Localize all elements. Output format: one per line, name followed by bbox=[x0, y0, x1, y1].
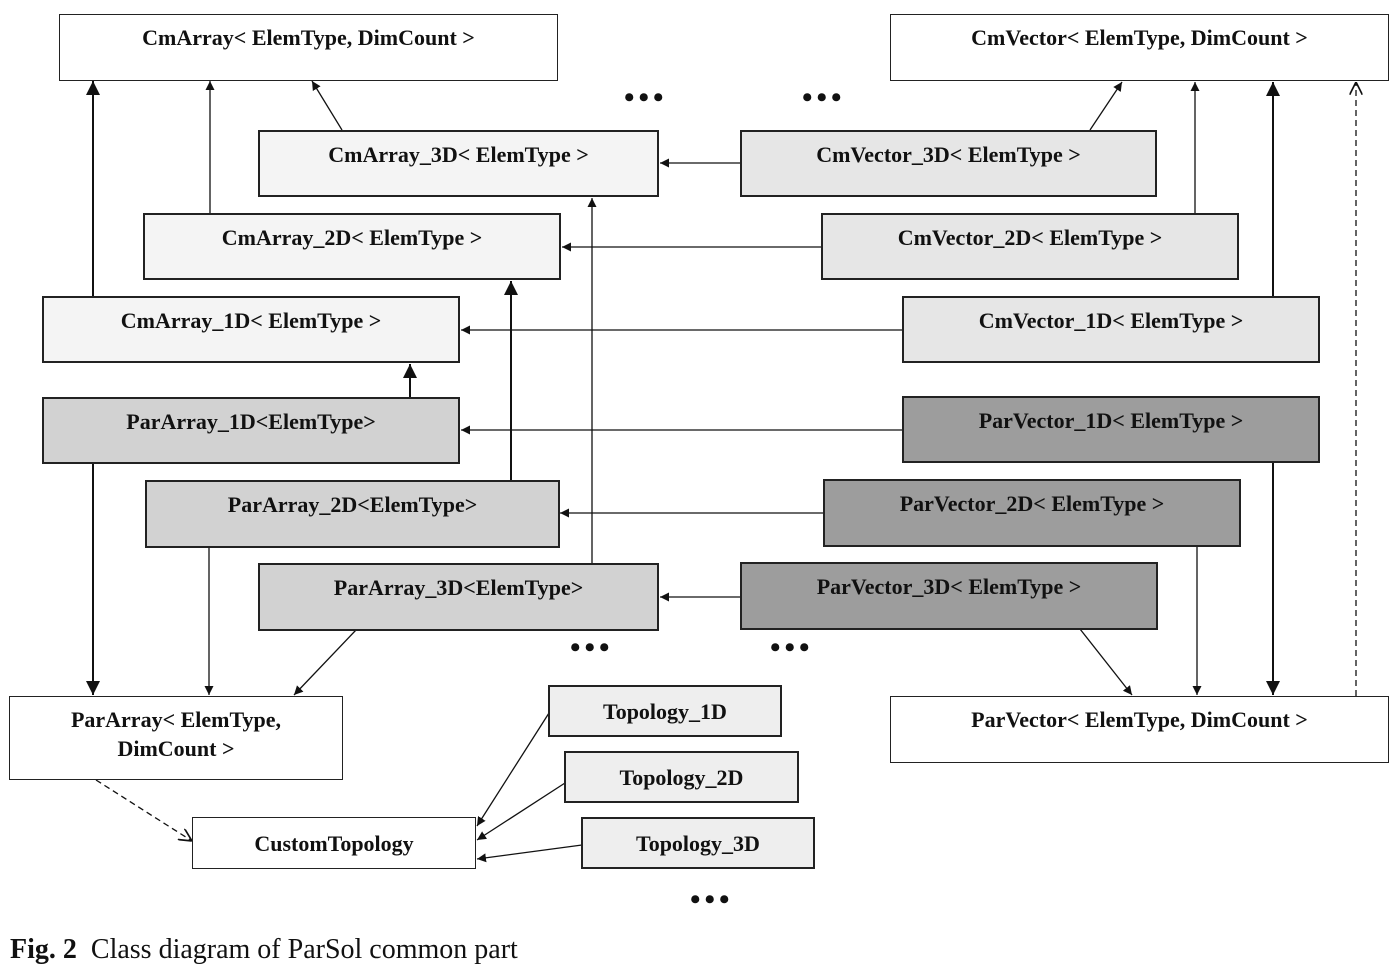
class-cmvector-1d-label: CmVector_1D< ElemType > bbox=[978, 308, 1244, 333]
class-cmvector-3d: CmVector_3D< ElemType > bbox=[740, 130, 1157, 197]
class-custom-topology-label: CustomTopology bbox=[254, 830, 414, 856]
class-cmvector-3d-label: CmVector_3D< ElemType > bbox=[816, 142, 1081, 167]
class-pararray-2d-label: ParArray_2D<ElemType> bbox=[227, 492, 478, 517]
figure-caption-label: Fig. 2 bbox=[10, 934, 77, 965]
class-pararray: ParArray< ElemType, DimCount > bbox=[9, 696, 343, 780]
class-topology-2d-label: Topology_2D bbox=[619, 764, 744, 790]
class-cmvector-1d: CmVector_1D< ElemType > bbox=[902, 296, 1320, 363]
class-parvector: ParVector< ElemType, DimCount > bbox=[890, 696, 1389, 763]
ellipsis-topology: ••• bbox=[690, 883, 734, 916]
class-parvector-2d-label: ParVector_2D< ElemType > bbox=[899, 491, 1165, 516]
ellipsis-cm-left: ••• bbox=[624, 81, 668, 114]
class-pararray-3d: ParArray_3D<ElemType> bbox=[258, 563, 659, 631]
edge-parvector3d-parvector bbox=[1079, 628, 1133, 696]
class-cmarray: CmArray< ElemType, DimCount > bbox=[59, 14, 558, 81]
class-pararray-3d-label: ParArray_3D<ElemType> bbox=[333, 575, 584, 600]
class-cmarray-3d-label: CmArray_3D< ElemType > bbox=[328, 142, 589, 167]
edge-cmarray3d-cmarray bbox=[311, 80, 343, 131]
class-cmarray-3d: CmArray_3D< ElemType > bbox=[258, 130, 659, 197]
edge-topology1d-customtopology bbox=[476, 712, 550, 827]
class-topology-1d: Topology_1D bbox=[548, 685, 782, 737]
edge-pararray3d-pararray bbox=[293, 629, 357, 696]
class-parvector-1d: ParVector_1D< ElemType > bbox=[902, 396, 1320, 463]
edge-topology3d-customtopology bbox=[476, 844, 583, 863]
class-cmvector: CmVector< ElemType, DimCount > bbox=[890, 14, 1389, 81]
class-parvector-1d-label: ParVector_1D< ElemType > bbox=[978, 408, 1244, 433]
class-parvector-3d-label: ParVector_3D< ElemType > bbox=[816, 574, 1082, 599]
ellipsis-cm-right: ••• bbox=[802, 81, 846, 114]
class-topology-2d: Topology_2D bbox=[564, 751, 799, 803]
class-pararray-2d: ParArray_2D<ElemType> bbox=[145, 480, 560, 548]
class-topology-3d-label: Topology_3D bbox=[636, 830, 760, 856]
class-pararray-label-line1: ParArray< ElemType, bbox=[70, 707, 282, 732]
ellipsis-par-left: ••• bbox=[570, 631, 614, 664]
class-cmarray-2d: CmArray_2D< ElemType > bbox=[143, 213, 561, 280]
class-topology-3d: Topology_3D bbox=[581, 817, 815, 869]
edge-pararray-customtopology-dashed bbox=[95, 779, 192, 841]
class-custom-topology: CustomTopology bbox=[192, 817, 476, 869]
class-cmarray-1d-label: CmArray_1D< ElemType > bbox=[120, 308, 382, 333]
class-cmvector-label: CmVector< ElemType, DimCount > bbox=[971, 25, 1308, 50]
class-cmarray-label: CmArray< ElemType, DimCount > bbox=[142, 25, 475, 50]
class-topology-1d-label: Topology_1D bbox=[603, 698, 727, 724]
class-cmvector-2d-label: CmVector_2D< ElemType > bbox=[897, 225, 1163, 250]
class-cmvector-2d: CmVector_2D< ElemType > bbox=[821, 213, 1239, 280]
figure-caption: Fig. 2 Class diagram of ParSol common pa… bbox=[10, 930, 518, 970]
class-pararray-1d: ParArray_1D<ElemType> bbox=[42, 397, 460, 464]
class-cmarray-2d-label: CmArray_2D< ElemType > bbox=[221, 225, 483, 250]
class-parvector-label: ParVector< ElemType, DimCount > bbox=[971, 707, 1308, 732]
class-pararray-label-line2: DimCount > bbox=[117, 736, 235, 761]
figure-caption-text: Class diagram of ParSol common part bbox=[90, 934, 518, 965]
class-parvector-2d: ParVector_2D< ElemType > bbox=[823, 479, 1241, 547]
edge-topology2d-customtopology bbox=[476, 782, 566, 841]
edge-cmvector3d-cmvector bbox=[1089, 81, 1123, 131]
class-cmarray-1d: CmArray_1D< ElemType > bbox=[42, 296, 460, 363]
ellipsis-par-right: ••• bbox=[770, 631, 814, 664]
class-pararray-1d-label: ParArray_1D<ElemType> bbox=[126, 409, 376, 434]
class-parvector-3d: ParVector_3D< ElemType > bbox=[740, 562, 1158, 630]
